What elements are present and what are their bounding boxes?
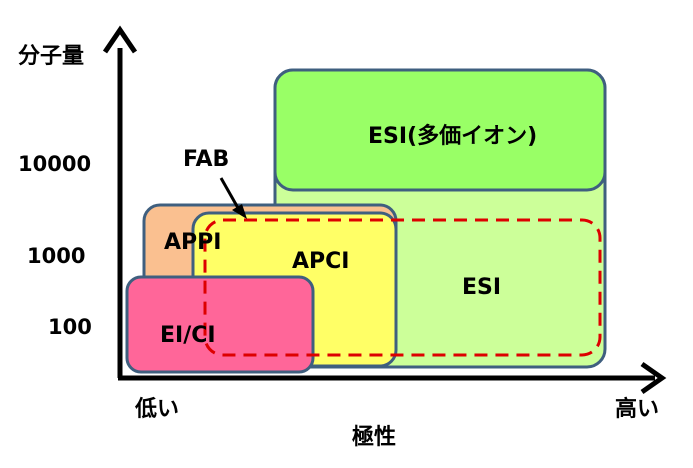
eici-region xyxy=(125,275,315,374)
y-axis xyxy=(102,25,138,378)
y-axis-title: 分子量 xyxy=(18,44,84,69)
esi-label: ESI xyxy=(462,275,501,300)
x-axis xyxy=(118,361,667,395)
x-axis-high-label: 高い xyxy=(615,396,659,422)
fab-pointer-arrow xyxy=(219,177,247,219)
x-axis-title: 極性 xyxy=(352,424,396,450)
esi-multiply-charged-region xyxy=(273,68,607,192)
fab-region-outline xyxy=(203,218,602,357)
apci-label: APCI xyxy=(292,249,349,274)
eici-label: EI/CI xyxy=(160,323,216,348)
appi-label: APPI xyxy=(164,230,221,255)
esi-multiply-charged-label: ESI(多価イオン) xyxy=(368,123,537,149)
y-tick-label: 1000 xyxy=(27,244,85,268)
fab-label: FAB xyxy=(183,147,229,172)
y-tick-label: 10000 xyxy=(18,152,91,176)
y-tick-label: 100 xyxy=(48,315,92,339)
x-axis-low-label: 低い xyxy=(134,397,179,422)
